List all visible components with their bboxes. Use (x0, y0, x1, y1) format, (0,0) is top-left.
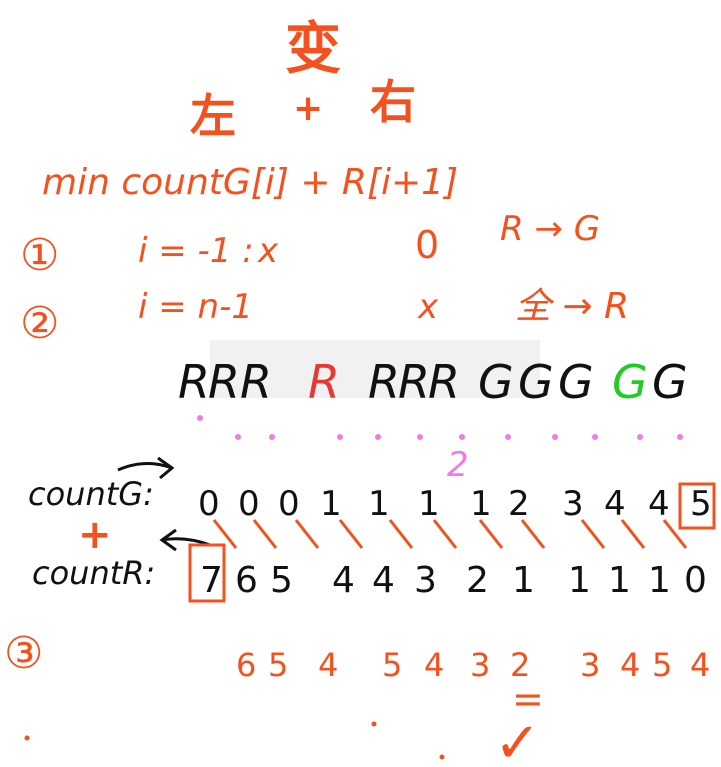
countR-value: 1 (648, 560, 671, 601)
plus-sign-top: + (293, 88, 323, 129)
countG-value: 0 (278, 484, 300, 524)
diagonal-links (214, 520, 686, 548)
diagonal-link (390, 520, 412, 548)
countG-value: 1 (368, 484, 390, 524)
pink-dot (637, 434, 643, 440)
title-char: 变 (285, 17, 341, 82)
countG-value: 0 (198, 484, 220, 524)
case3-value: 4 (424, 646, 444, 684)
case3-value: 3 (580, 646, 600, 684)
pink-dot (375, 434, 381, 440)
case2-marker: ② (20, 298, 59, 349)
case2-left: x (417, 287, 439, 327)
pink-dot (592, 434, 598, 440)
sequence-letter: R (398, 355, 430, 409)
countG-value: 0 (238, 484, 260, 524)
letter-sequence: RRRRRRRGGGGG (178, 355, 688, 409)
countR-value: 1 (608, 560, 631, 601)
case3-value: 4 (690, 646, 710, 684)
pink-dot (417, 434, 423, 440)
diagonal-link (480, 520, 502, 548)
pink-dot (677, 434, 683, 440)
sequence-letter: R (368, 355, 400, 409)
diagonal-link (582, 520, 604, 548)
pink-dot (197, 415, 203, 421)
sequence-letter: G (518, 355, 554, 409)
case3-value: 6 (236, 646, 256, 684)
sequence-letter: G (652, 355, 688, 409)
countG-value: 4 (648, 484, 670, 524)
pink-marker: 2 (447, 445, 469, 485)
diagonal-link (296, 520, 318, 548)
case3-value: 5 (652, 646, 672, 684)
stray-dot (25, 736, 30, 741)
countR-value: 6 (235, 560, 258, 601)
countR-value: 3 (414, 560, 437, 601)
stray-dot (440, 755, 445, 760)
pink-dot (459, 434, 465, 440)
countG-value: 1 (470, 484, 492, 524)
sequence-letter: R (428, 355, 460, 409)
pink-dot (505, 434, 511, 440)
case3-marker: ③ (4, 628, 43, 679)
case3-value: 5 (382, 646, 402, 684)
countR-value: 7 (200, 560, 223, 601)
countR-value: 1 (568, 560, 591, 601)
countR-value: 4 (332, 560, 355, 601)
countR-value: 1 (512, 560, 535, 601)
diagonal-link (622, 520, 644, 548)
diagonal-link (254, 520, 276, 548)
countR-value: 2 (466, 560, 489, 601)
sequence-letter: R (240, 355, 272, 409)
diagonal-link (434, 520, 456, 548)
case1-left: x (257, 231, 279, 271)
sequence-letter: G (558, 355, 594, 409)
countR-value: 0 (684, 560, 707, 601)
diagonal-link (664, 520, 686, 548)
diagonal-link (340, 520, 362, 548)
countR-label: countR: (32, 554, 155, 592)
countG-value: 1 (320, 484, 342, 524)
case1-condition: i = -1 : (138, 231, 254, 271)
countG-value: 3 (562, 484, 584, 524)
countR-value: 4 (372, 560, 395, 601)
stray-dot (372, 722, 377, 727)
pink-dot (269, 434, 275, 440)
case3-value: 4 (620, 646, 640, 684)
countG-label: countG: (28, 475, 154, 513)
pink-dot (337, 434, 343, 440)
case3-value: 3 (470, 646, 490, 684)
countG-value: 2 (508, 484, 530, 524)
countG-value: 1 (418, 484, 440, 524)
countR-arrow (162, 530, 210, 550)
case1-marker: ① (20, 230, 59, 281)
case3-value: 4 (318, 646, 338, 684)
pink-dot (235, 434, 241, 440)
diagonal-link (522, 520, 544, 548)
check-mark: ✓ (494, 711, 541, 767)
formula: min countG[i] + R[i+1] (42, 162, 458, 203)
countR-value: 5 (270, 560, 293, 601)
sequence-letter: R (308, 355, 340, 409)
sequence-letter: R (208, 355, 240, 409)
sequence-letter: G (612, 355, 648, 409)
plus-sign: + (78, 512, 112, 558)
case2-condition: i = n-1 (138, 287, 253, 327)
left-word: 左 (190, 89, 236, 143)
case2-right: 全 → R (515, 286, 629, 327)
countG-value: 4 (604, 484, 626, 524)
pink-dot-row (197, 415, 683, 440)
countG-value: 5 (690, 484, 712, 524)
sequence-letter: G (478, 355, 514, 409)
right-word: 右 (370, 75, 416, 129)
rg-note: R → G (500, 209, 600, 249)
case1-right: 0 (415, 223, 439, 267)
case3-value: 5 (268, 646, 288, 684)
pink-dot (552, 434, 558, 440)
sequence-letter: R (178, 355, 210, 409)
